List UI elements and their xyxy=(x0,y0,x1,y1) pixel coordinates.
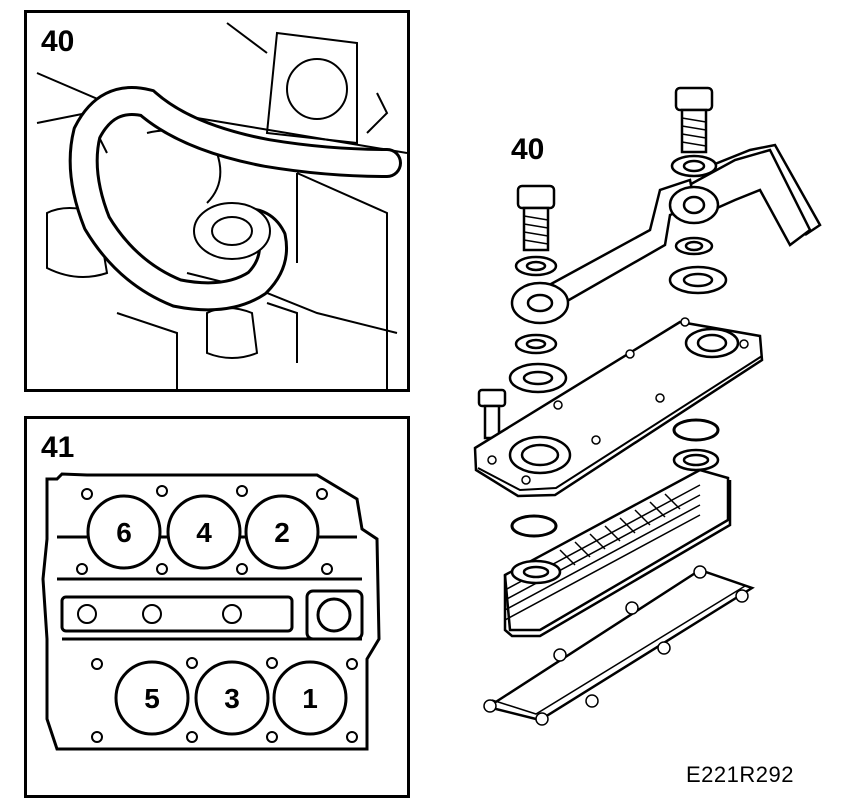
panel-number-40: 40 xyxy=(41,25,75,58)
cylinder-label-1: 1 xyxy=(302,683,318,714)
panel-number-41: 41 xyxy=(41,431,75,464)
banjo-bolt-right xyxy=(674,86,714,112)
cylinder-block-drawing: 6 4 2 5 3 1 xyxy=(41,472,381,751)
o-ring-right xyxy=(672,418,720,442)
adapter-bolt xyxy=(477,388,507,408)
banjo-bolt-left xyxy=(516,184,556,210)
cylinder-label-4: 4 xyxy=(196,517,212,548)
head-bolt-holes xyxy=(76,485,358,743)
pipe-detail-drawing xyxy=(36,22,407,389)
oil-pipe xyxy=(68,86,402,312)
figure-reference: E221R292 xyxy=(686,762,794,787)
cooler-fins xyxy=(504,484,701,621)
gasket xyxy=(484,568,755,722)
detail-panel-40: 40 xyxy=(24,10,410,392)
callout-40: 40 xyxy=(511,133,545,166)
cylinder-label-5: 5 xyxy=(144,683,160,714)
o-ring-left xyxy=(510,514,558,538)
plate-hole xyxy=(286,58,348,120)
cylinder-label-3: 3 xyxy=(224,683,240,714)
bolt-head xyxy=(46,207,109,278)
lower-bore-row xyxy=(114,660,348,736)
upper-bore-row xyxy=(86,494,320,570)
cylinder-label-2: 2 xyxy=(274,517,290,548)
banjo-fitting xyxy=(193,202,271,260)
mounting-plate xyxy=(265,31,358,145)
detail-panel-41: 41 6 4 2 xyxy=(24,416,410,798)
cylinder-label-6: 6 xyxy=(116,517,132,548)
